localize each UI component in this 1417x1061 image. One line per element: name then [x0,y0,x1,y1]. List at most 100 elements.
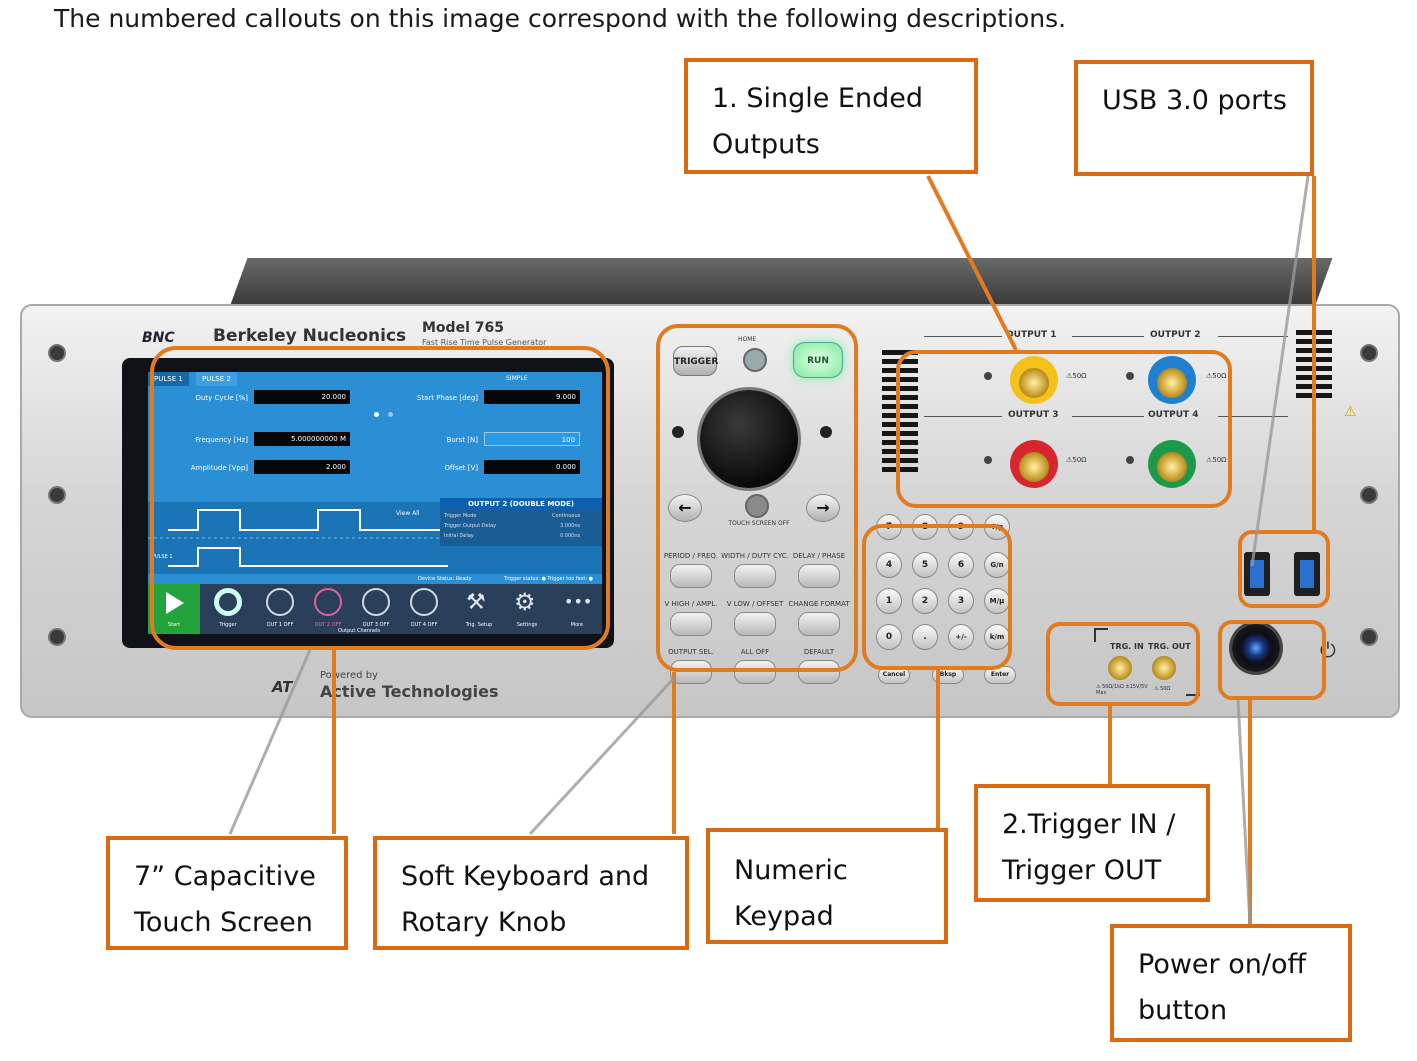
trigger-in-connector[interactable] [1108,656,1132,680]
output-1-led [984,372,992,380]
screen-button-label: OUT 4 OFF [410,622,438,628]
output-2-connector[interactable] [1157,368,1187,398]
callout-line: Numeric [734,855,848,886]
out-1-toggle[interactable] [266,588,294,616]
rack-hole [48,344,66,362]
key-3[interactable]: 3 [948,588,974,614]
screen-button-label: Settings [516,622,538,628]
key-dot[interactable]: . [912,624,938,650]
duty-cycle-field[interactable]: 20.000 [254,390,350,404]
single-ended-outputs-callout: 1. Single Ended Outputs [684,58,978,174]
key-0[interactable]: 0 [876,624,902,650]
usb-highlight [1238,530,1330,608]
trigger-button[interactable]: TRIGGER [673,346,718,376]
screen-button-label: OUT 2 OFF [314,622,342,628]
left-arrow-button[interactable]: ← [668,494,702,522]
panel-row-label: Trigger Output Delay [444,523,497,529]
callout-line: Rotary Knob [401,907,567,938]
amplitude-field[interactable]: 2.000 [254,460,350,474]
trigger-out-connector[interactable] [1152,656,1176,680]
usb-port-1[interactable] [1244,552,1270,596]
default-button[interactable] [798,660,840,684]
output-3-impedance: ⚠50Ω [1066,456,1087,464]
pulse-generator-instrument: BNC Berkeley Nucleonics Model 765 Fast R… [20,258,1400,718]
softkey-label: PERIOD / FREQ. [663,552,719,560]
numeric-keypad-callout: Numeric Keypad [706,828,948,944]
screen-button-label: More [570,622,584,628]
divider [1218,416,1288,417]
out-3-toggle[interactable] [362,588,390,616]
key-4[interactable]: 4 [876,552,902,578]
rotary-knob[interactable] [700,390,798,488]
wrench-icon[interactable]: ⚒ [466,590,486,615]
callout-line: Power on/off [1138,949,1307,980]
callout-line: Soft Keyboard and [401,861,650,892]
start-phase-field[interactable]: 9.000 [484,390,580,404]
panel-screw [672,426,684,438]
frequency-field[interactable]: 5.000000000 M [254,432,350,446]
page-dot [374,412,379,417]
divider [1072,416,1144,417]
power-button[interactable] [1232,624,1280,672]
output-1-connector[interactable] [1019,368,1049,398]
burst-field[interactable]: 100 [484,432,580,446]
right-arrow-button[interactable]: → [806,494,840,522]
width-duty-button[interactable] [734,564,776,588]
view-all-toggle[interactable]: View All [396,510,420,517]
offset-field[interactable]: 0.000 [484,460,580,474]
model-subtitle: Fast Rise Time Pulse Generator [422,338,547,347]
rack-hole [1360,344,1378,362]
trigger-status: Trigger status: ● Trigger too fast: ● [504,576,593,582]
output-1-impedance: ⚠50Ω [1066,372,1087,380]
divider [1218,336,1288,337]
key-m-u[interactable]: M/µ [984,588,1010,614]
key-k-m[interactable]: k/m [984,624,1010,650]
divider [1072,336,1144,337]
key-6[interactable]: 6 [948,552,974,578]
home-button[interactable] [743,348,767,372]
output-3-connector[interactable] [1019,452,1049,482]
touch-screen-off-button[interactable] [745,494,769,518]
vlow-offset-button[interactable] [734,612,776,636]
key-5[interactable]: 5 [912,552,938,578]
delay-phase-button[interactable] [798,564,840,588]
status-bar: Device Status: Ready Trigger status: ● T… [148,574,602,584]
out-4-toggle[interactable] [410,588,438,616]
softkey-label: V HIGH / AMPL. [664,600,718,608]
rack-hole [1360,486,1378,504]
key-1[interactable]: 1 [876,588,902,614]
screen-button-label: OUT 3 OFF [362,622,390,628]
vhigh-ampl-button[interactable] [670,612,712,636]
all-off-button[interactable] [734,660,776,684]
tab-pulse-1[interactable]: PULSE 1 [148,372,189,386]
trigger-highlight [1046,622,1200,706]
run-button[interactable]: RUN [793,342,843,378]
tab-pulse-2[interactable]: PULSE 2 [196,372,237,386]
callout-line: 1. Single Ended [712,83,923,114]
model-name: Model 765 [422,320,504,336]
out-2-toggle[interactable] [314,588,342,616]
trigger-screen-button[interactable] [214,588,242,616]
output-2-label: OUTPUT 2 [1150,330,1201,340]
output-panel-title: OUTPUT 2 (DOUBLE MODE) [440,498,602,510]
warning-icon: ⚠ [1344,404,1357,420]
usb-port-2[interactable] [1294,552,1320,596]
panel-row-label: Trigger Mode [444,513,477,519]
output-4-impedance: ⚠50Ω [1206,456,1227,464]
field-label: Frequency [Hz] [195,436,248,444]
gear-icon[interactable]: ⚙ [514,588,536,616]
screen-button-label: OUT 1 OFF [266,622,294,628]
cancel-key[interactable]: Cancel [878,666,910,684]
callout-line: button [1138,995,1228,1026]
output-4-connector[interactable] [1157,452,1187,482]
divider [924,336,1002,337]
key-2[interactable]: 2 [912,588,938,614]
output-1-label: OUTPUT 1 [1006,330,1057,340]
output-2-led [1126,372,1134,380]
output-4-led [1126,456,1134,464]
period-freq-button[interactable] [670,564,712,588]
key-plus-minus[interactable]: +/- [948,624,974,650]
rack-hole [1360,628,1378,646]
change-format-button[interactable] [798,612,840,636]
more-icon[interactable]: ••• [564,592,593,611]
